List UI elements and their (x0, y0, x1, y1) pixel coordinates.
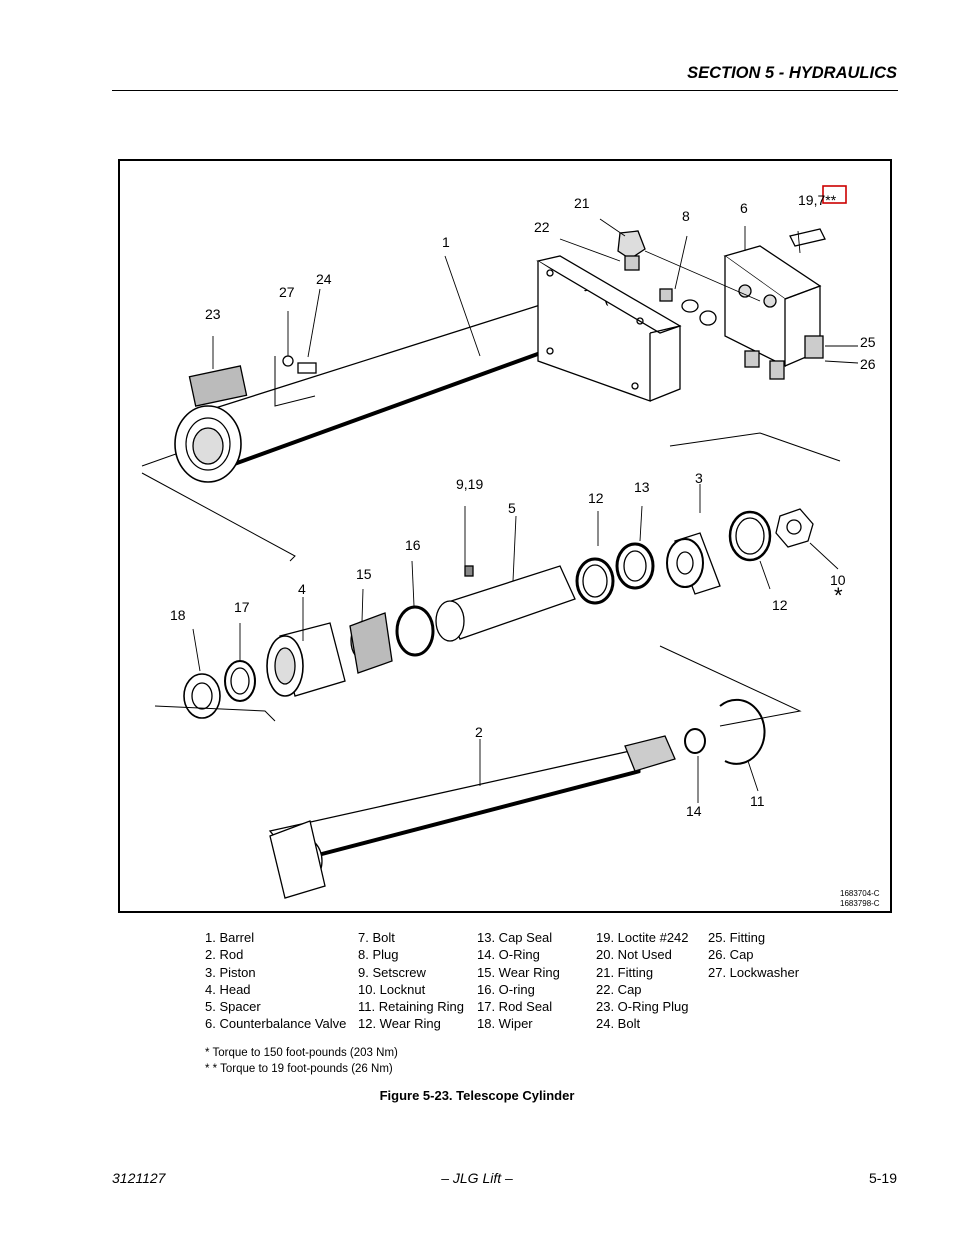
callout-3: 3 (695, 470, 703, 486)
legend-item: 16. O-ring (477, 981, 535, 997)
callout-27: 27 (279, 284, 295, 300)
leader-lines (192, 218, 859, 803)
legend-item: 1. Barrel (205, 930, 255, 945)
footer-publisher: – JLG Lift – (441, 1170, 513, 1186)
legend-item: 10. Locknut (358, 981, 426, 997)
footer-doc-number: 3121127 (112, 1170, 166, 1186)
legend-item: 4. Head (205, 981, 251, 997)
callout-12-lower: 12 (772, 597, 788, 613)
legend-item: 26. Cap (708, 947, 754, 963)
drawing-number-1: 1683704-C (840, 889, 880, 898)
legend-item: 17. Rod Seal (477, 999, 553, 1015)
highlight-box (822, 185, 847, 204)
callout-labels: 1 2 3 4 5 6 8 9,19 10 11 12 12 13 14 15 … (170, 192, 880, 908)
cylinder-exploded-drawing: 1 2 3 4 5 6 8 9,19 10 11 12 12 13 14 15 … (141, 185, 880, 908)
legend-item: 25. Fitting (708, 930, 766, 945)
legend-item: 3. Piston (205, 964, 256, 980)
drawing-number-2: 1683798-C (840, 899, 880, 908)
torque-notes: * Torque to 150 foot-pounds (203 Nm) * *… (205, 1045, 398, 1077)
legend-column-3: 13. Cap Seal 14. O-Ring 15. Wear Ring 16… (477, 929, 560, 1033)
legend-item: 21. Fitting (596, 964, 654, 980)
legend-item: 20. Not Used (596, 947, 672, 963)
legend-item: 18. Wiper (477, 1016, 533, 1032)
legend-column-2: 7. Bolt 8. Plug 9. Setscrew 10. Locknut … (358, 929, 464, 1033)
barrel-drawing (141, 255, 682, 562)
legend-item: 8. Plug (358, 947, 399, 963)
figure-caption: Figure 5-23. Telescope Cylinder (379, 1088, 575, 1103)
callout-13: 13 (634, 479, 650, 495)
legend-column-5: 25. Fitting 26. Cap 27. Lockwasher (708, 929, 799, 981)
callout-6: 6 (740, 200, 748, 216)
callout-16: 16 (405, 537, 421, 553)
legend-item: 22. Cap (596, 981, 642, 997)
legend-item: 13. Cap Seal (477, 930, 553, 945)
callout-15: 15 (356, 566, 372, 582)
callout-18: 18 (170, 607, 186, 623)
legend-item: 19. Loctite #242 (596, 930, 689, 945)
header-rule (112, 90, 898, 91)
callout-12-upper: 12 (588, 490, 604, 506)
head-seals-drawing (183, 605, 435, 719)
legend-item: 2. Rod (205, 947, 244, 963)
section-title: SECTION 5 - HYDRAULICS (687, 64, 897, 82)
callout-9-19: 9,19 (456, 476, 483, 492)
callout-21: 21 (574, 195, 590, 211)
torque-star: * (834, 583, 843, 608)
legend-item: 6. Counterbalance Valve (205, 1016, 347, 1032)
footer-page-number: 5-19 (868, 1170, 897, 1186)
legend-item: 9. Setscrew (358, 964, 426, 980)
legend-item: 12. Wear Ring (358, 1016, 441, 1032)
callout-2: 2 (475, 724, 483, 740)
counterbalance-valve-drawing (617, 228, 826, 380)
callout-8: 8 (682, 208, 690, 224)
legend-item: 14. O-Ring (477, 947, 540, 963)
piston-spacer-drawing (435, 432, 841, 642)
exploded-view-figure: 1 2 3 4 5 6 8 9,19 10 11 12 12 13 14 15 … (118, 159, 892, 913)
callout-19-7: 19,7** (798, 192, 837, 208)
callout-4: 4 (298, 581, 306, 597)
callout-24: 24 (316, 271, 332, 287)
callout-17: 17 (234, 599, 250, 615)
legend-item: 15. Wear Ring (477, 964, 560, 980)
legend-item: 23. O-Ring Plug (596, 999, 689, 1015)
legend-item: 27. Lockwasher (708, 964, 800, 980)
callout-26: 26 (860, 356, 876, 372)
callout-23: 23 (205, 306, 221, 322)
legend-item: 11. Retaining Ring (358, 999, 464, 1015)
callout-10: 10 (830, 572, 846, 588)
callout-11: 11 (750, 793, 765, 809)
callout-1: 1 (442, 234, 450, 250)
legend-item: 24. Bolt (596, 1016, 641, 1032)
legend-item: 5. Spacer (205, 999, 261, 1015)
callout-25: 25 (860, 334, 876, 350)
rod-drawing (154, 645, 802, 899)
legend-column-4: 19. Loctite #242 20. Not Used 21. Fittin… (596, 929, 689, 1033)
legend-column-1: 1. Barrel 2. Rod 3. Piston 4. Head 5. Sp… (205, 929, 346, 1033)
callout-5: 5 (508, 500, 516, 516)
legend-item: 7. Bolt (358, 930, 395, 945)
torque-note: * Torque to 150 foot-pounds (203 Nm) (205, 1047, 398, 1059)
callout-22: 22 (534, 219, 550, 235)
torque-note: * * Torque to 19 foot-pounds (26 Nm) (205, 1063, 393, 1075)
callout-14: 14 (686, 803, 702, 819)
